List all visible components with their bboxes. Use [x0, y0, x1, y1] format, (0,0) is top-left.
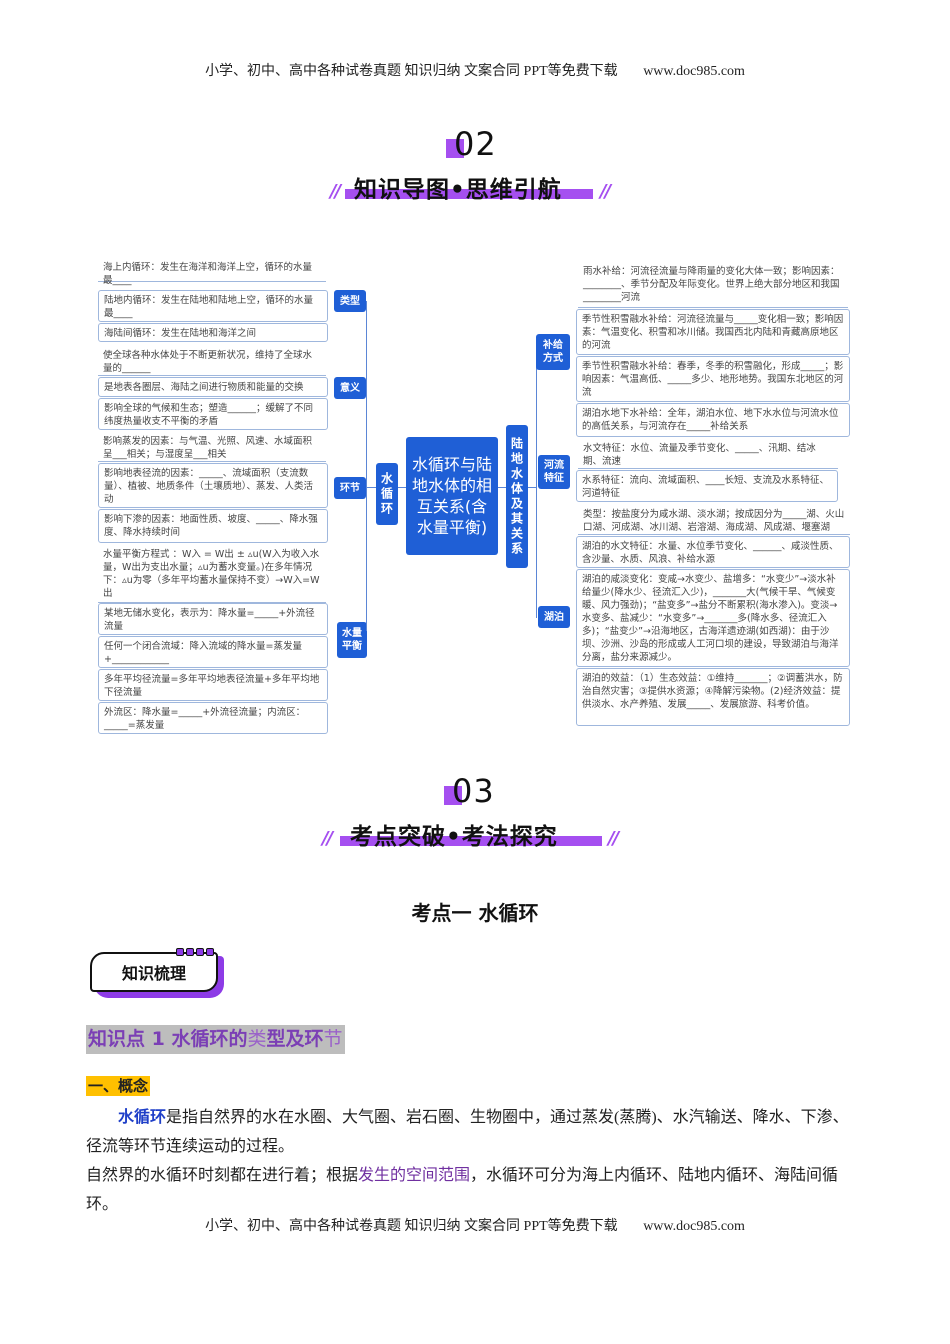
mm-item: 水系特征：流向、流域面积、____长短、支流及水系特征、河道特征 [576, 470, 838, 502]
knowledge-point-title: 知识点 1 水循环的类型及环节 [86, 1025, 345, 1054]
header-text: 小学、初中、高中各种试卷真题 知识归纳 文案合同 PPT等免费下载 [205, 64, 618, 79]
mm-item: 湖泊的咸淡变化：变咸→水变少、盐增多：“水变少”→淡水补给量少(降水少、径流汇入… [576, 569, 850, 667]
slash-decoration-left: // [330, 181, 341, 202]
mm-item: 影响蒸发的因素：与气温、光照、风速、水域面积呈___相关；与湿度呈___相关 [98, 432, 326, 462]
page-header: 小学、初中、高中各种试卷真题 知识归纳 文案合同 PPT等免费下载 www.do… [0, 60, 950, 80]
mm-item: 海上内循环：发生在海洋和海洋上空，循环的水量最____ [98, 258, 326, 286]
footer-url[interactable]: www.doc985.com [643, 1219, 745, 1234]
mm-item: 雨水补给：河流径流量与降雨量的变化大体一致；影响因素：________、季节分配… [578, 262, 848, 308]
slash-decoration-right: // [608, 828, 619, 849]
section-number: 03 [452, 772, 495, 810]
connector [528, 487, 536, 488]
knowledge-tag: 知识梳理 [90, 948, 225, 1000]
footer-text: 小学、初中、高中各种试卷真题 知识归纳 文案合同 PPT等免费下载 [205, 1219, 618, 1234]
mm-item: 影响下渗的因素：地面性质、坡度、_____、降水强度、降水持续时间 [98, 509, 328, 543]
mm-item: 任何一个闭合流域：降入流域的降水量=蒸发量+____________ [98, 636, 328, 668]
connector [536, 350, 537, 618]
section-title: 知识导图•思维引航 [354, 177, 562, 203]
mm-item: 季节性积雪融水补给：春季，冬季的积雪融化，形成_____；影响因素：气温高低、_… [576, 356, 850, 402]
mm-item: 湖泊的水文特征：水量、水位季节变化、______、咸淡性质、含沙量、水质、风浪、… [576, 536, 850, 568]
mm-item: 湖泊的效益：（1）生态效益：①维持_______；②调蓄洪水，防治自然灾害；③提… [576, 668, 850, 726]
node-types[interactable]: 类型 [334, 290, 366, 312]
mm-item: 湖泊水地下水补给：全年，湖泊水位、地下水水位与河流水位的高低关系，与河流存在__… [576, 403, 850, 437]
slash-decoration-right: // [600, 181, 611, 202]
mm-item: 季节性积雪融水补给：河流径流量与_____变化相一致；影响因素：气温变化、积雪和… [576, 309, 850, 355]
mind-map-center[interactable]: 水循环与陆地水体的相互关系(含水量平衡) [406, 437, 498, 555]
mm-item: 海陆间循环：发生在陆地和海洋之间 [98, 323, 328, 342]
section-banner-02: 02 知识导图•思维引航 // // [0, 125, 950, 205]
mm-item: 多年平均径流量=多年平均地表径流量+多年平均地下径流量 [98, 669, 328, 701]
node-links[interactable]: 环节 [334, 477, 366, 499]
definition-paragraph: 水循环是指自然界的水在水圈、大气圈、岩石圈、生物圈中，通过蒸发(蒸腾)、水汽输送… [86, 1107, 849, 1155]
concept-label: 一、概念 [86, 1076, 151, 1096]
mm-item: 类型：按盐度分为咸水湖、淡水湖；按成因分为_____湖、火山口湖、河成湖、冰川湖… [578, 505, 850, 535]
section-banner-03: 03 考点突破•考法探究 // // [0, 772, 950, 852]
mm-item: 外流区：降水量=_____+外流径流量；内流区：_____=蒸发量 [98, 702, 328, 734]
node-supply[interactable]: 补给方式 [536, 334, 570, 370]
mm-item: 陆地内循环：发生在陆地和陆地上空，循环的水量最____ [98, 290, 328, 322]
slash-decoration-left: // [322, 828, 333, 849]
connector [366, 487, 376, 488]
tag-label: 知识梳理 [90, 952, 218, 992]
connector [498, 487, 506, 488]
scope-highlight: 发生的空间范围 [358, 1165, 471, 1184]
node-river[interactable]: 河流特征 [538, 455, 570, 489]
section-title: 考点突破•考法探究 [350, 824, 558, 850]
topic-heading: 考点一 水循环 [411, 901, 539, 925]
mm-item: 某地无储水变化，表示为：降水量=_____+外流径流量 [98, 603, 328, 635]
node-water-cycle[interactable]: 水循环 [376, 463, 398, 525]
tag-dots [176, 948, 214, 956]
node-lake[interactable]: 湖泊 [538, 606, 570, 628]
mm-item: 水文特征：水位、流量及季节变化、_____、汛期、结冰期、流速 [578, 439, 838, 469]
mm-item: 使全球各种水体处于不断更新状况，维持了全球水量的______ [98, 346, 326, 376]
mind-map: 海上内循环：发生在海洋和海洋上空，循环的水量最____ 陆地内循环：发生在陆地和… [0, 250, 950, 740]
connector [366, 301, 367, 631]
accent-square [446, 139, 464, 158]
node-land-water[interactable]: 陆地水体及其关系 [506, 425, 528, 568]
accent-bar [340, 836, 602, 846]
section-number: 02 [454, 125, 497, 163]
node-significance[interactable]: 意义 [334, 377, 366, 399]
mm-item: 是地表各圈层、海陆之间进行物质和能量的交换 [98, 377, 328, 397]
mm-item: 水量平衡方程式 ：W入 = W出 ± ▵u(W入为收入水量，W出为支出水量；▵u… [98, 545, 326, 603]
page-footer: 小学、初中、高中各种试卷真题 知识归纳 文案合同 PPT等免费下载 www.do… [0, 1215, 950, 1235]
accent-bar [345, 189, 593, 199]
node-water-balance[interactable]: 水量平衡 [337, 622, 367, 658]
mm-item: 影响地表径流的因素：_____、流域面积（支流数量）、植被、地质条件（土壤质地）… [98, 463, 328, 508]
connector [398, 487, 406, 488]
accent-square [444, 786, 462, 805]
term-highlight: 水循环 [118, 1107, 167, 1126]
header-url[interactable]: www.doc985.com [643, 64, 745, 79]
mm-item: 影响全球的气候和生态；塑造______；缓解了不同纬度热量收支不平衡的矛盾 [98, 398, 328, 430]
classification-paragraph: 自然界的水循环时刻都在进行着；根据发生的空间范围，水循环可分为海上内循环、陆地内… [86, 1165, 839, 1213]
